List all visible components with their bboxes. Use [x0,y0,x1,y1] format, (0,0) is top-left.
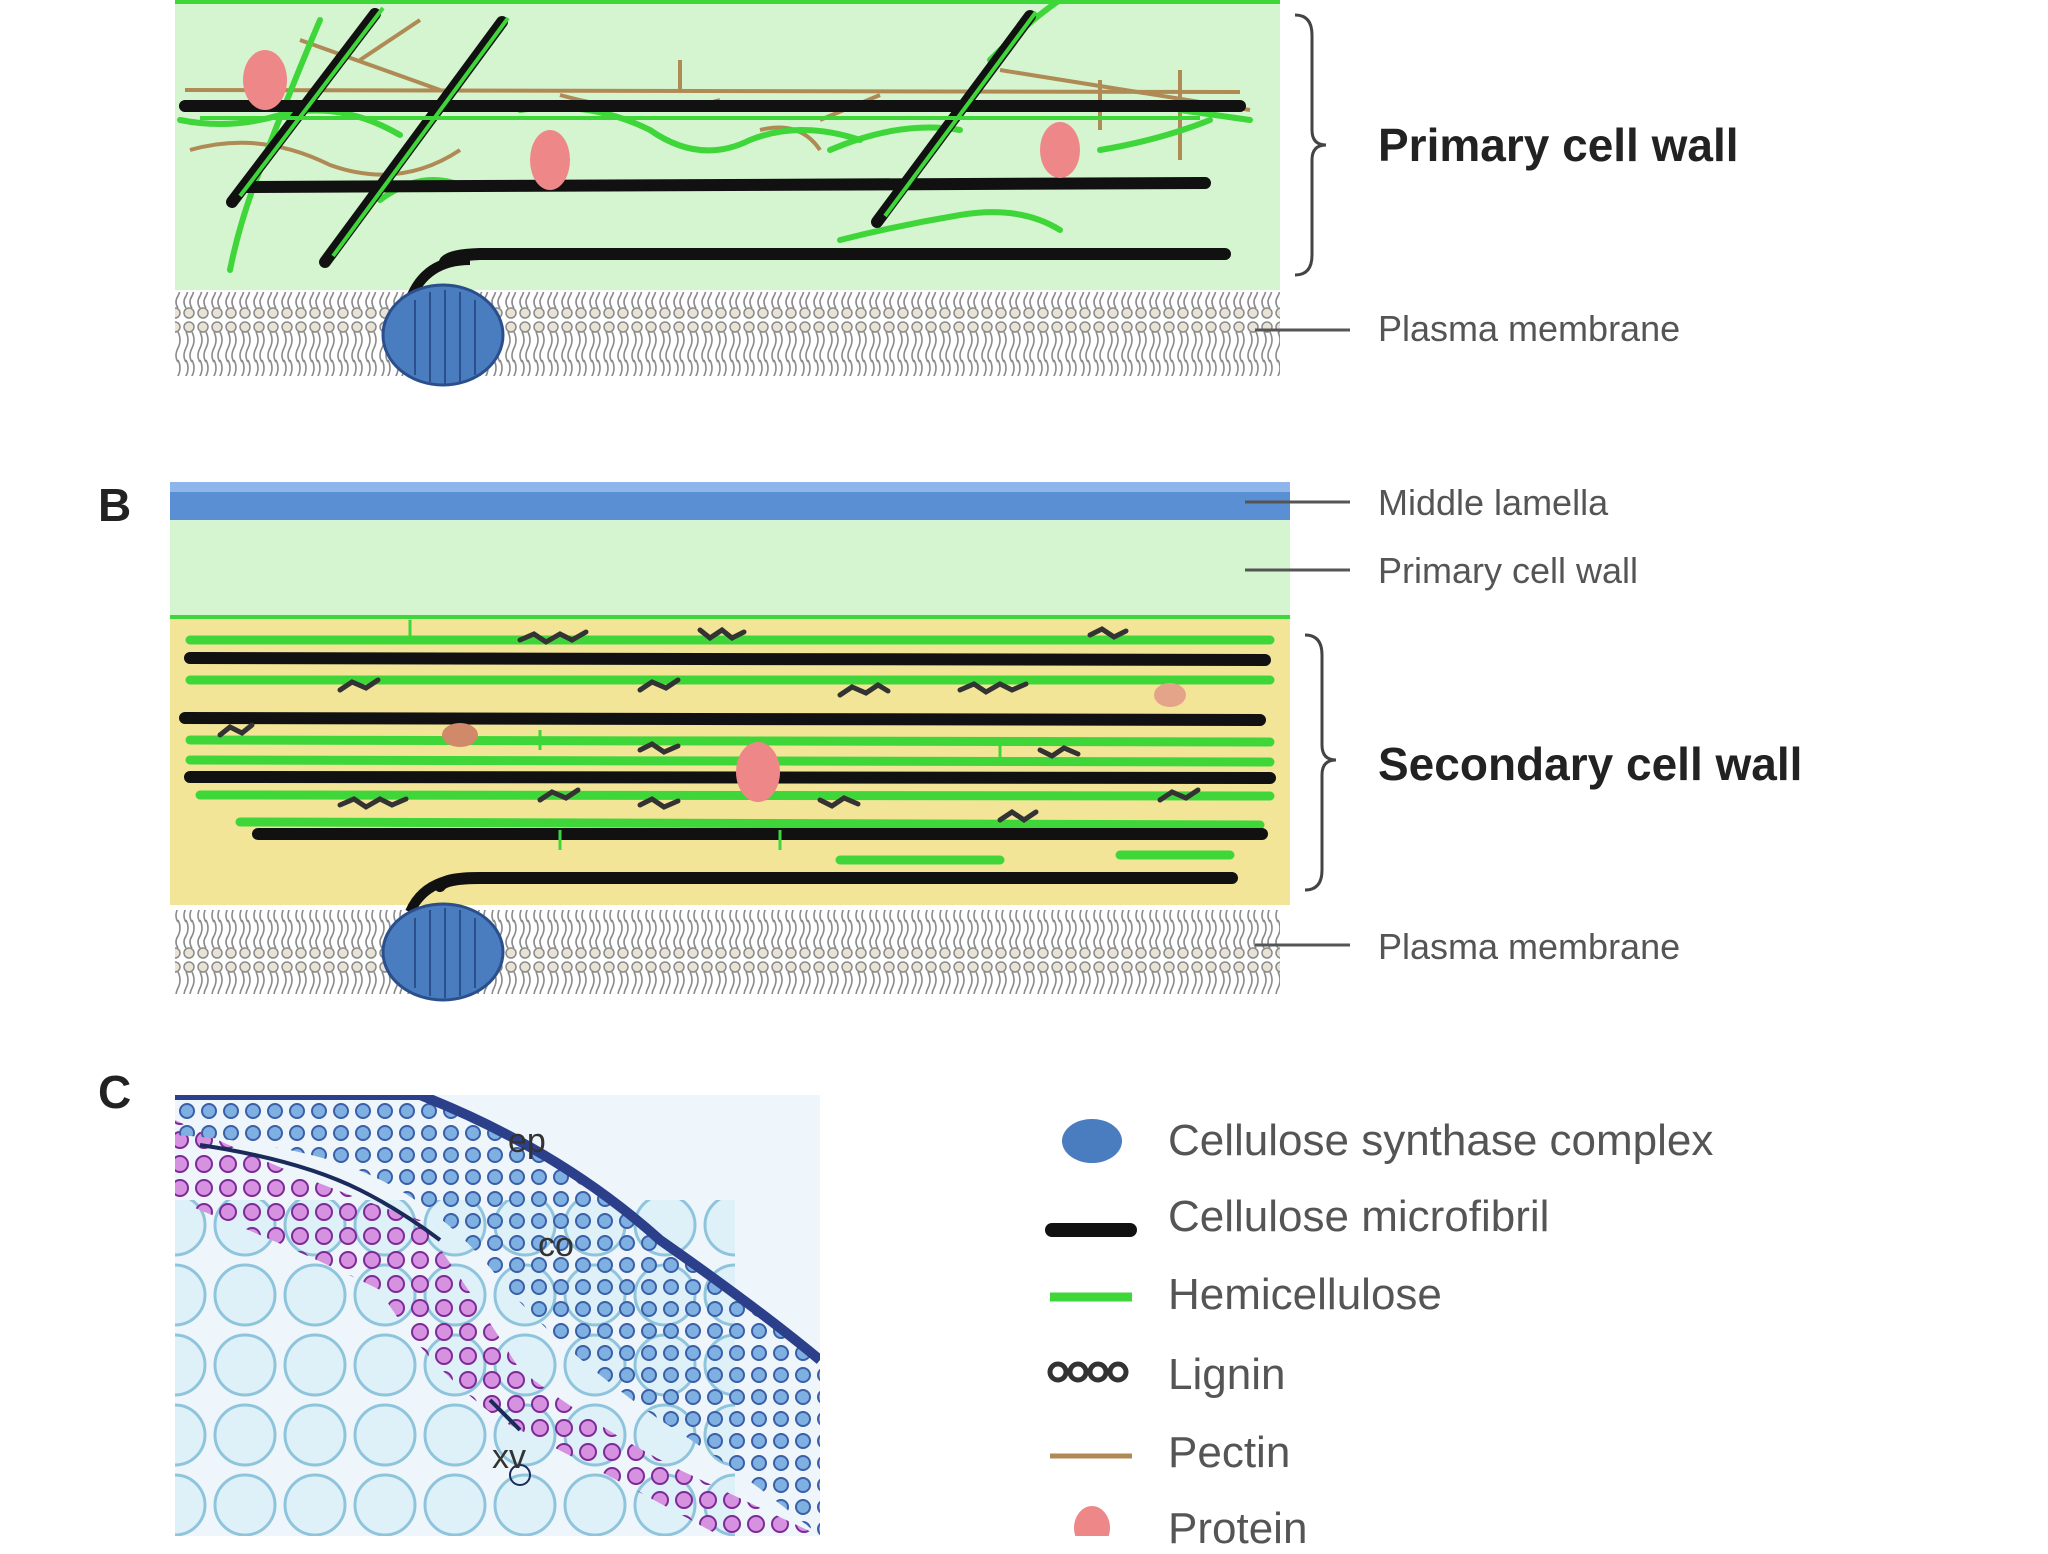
panel-letter-c: C [98,1066,132,1118]
panel-b [170,482,1350,1002]
label-co: co [538,1226,574,1264]
legend-label-hemicellulose: Hemicellulose [1168,1270,1442,1319]
label-plasma-membrane-b: Plasma membrane [1378,926,1681,967]
panel-letter-b: B [98,479,132,531]
panel-a [175,0,1350,387]
label-plasma-membrane-a: Plasma membrane [1378,308,1681,349]
legend-synthase-mark [1062,1119,1122,1163]
stem-cross-section-micrograph [175,1095,820,1536]
bracket-primary-wall [1294,13,1327,277]
primary-wall-layer-b [170,520,1290,615]
legend-label-protein: Protein [1168,1504,1308,1553]
cellulose-synthase-complex-a [381,255,505,387]
legend-label-synthase: Cellulose synthase complex [1168,1116,1714,1165]
legend [1045,1119,1137,1536]
cellulose-synthase-complex-b [381,873,505,1002]
lignin-clusters [217,626,1201,824]
plasma-membrane-a [175,292,1280,376]
legend-label-pectin: Pectin [1168,1428,1291,1477]
proteins-b [442,683,1186,802]
label-primary-cell-wall-b: Primary cell wall [1378,550,1639,591]
legend-lignin-mark [1047,1361,1129,1383]
primary-wall-layer [175,0,1280,290]
legend-protein-mark [1074,1506,1110,1536]
proteins-a [243,50,1080,190]
label-ep: ep [508,1122,546,1160]
label-xv: xv [492,1438,526,1476]
bracket-secondary-wall [1304,633,1337,892]
plasma-membrane-b [175,910,1280,994]
label-primary-cell-wall: Primary cell wall [1378,119,1739,171]
legend-label-lignin: Lignin [1168,1350,1286,1399]
label-middle-lamella: Middle lamella [1378,482,1609,523]
legend-label-cellulose: Cellulose microfibril [1168,1192,1550,1241]
label-secondary-cell-wall: Secondary cell wall [1378,738,1803,790]
